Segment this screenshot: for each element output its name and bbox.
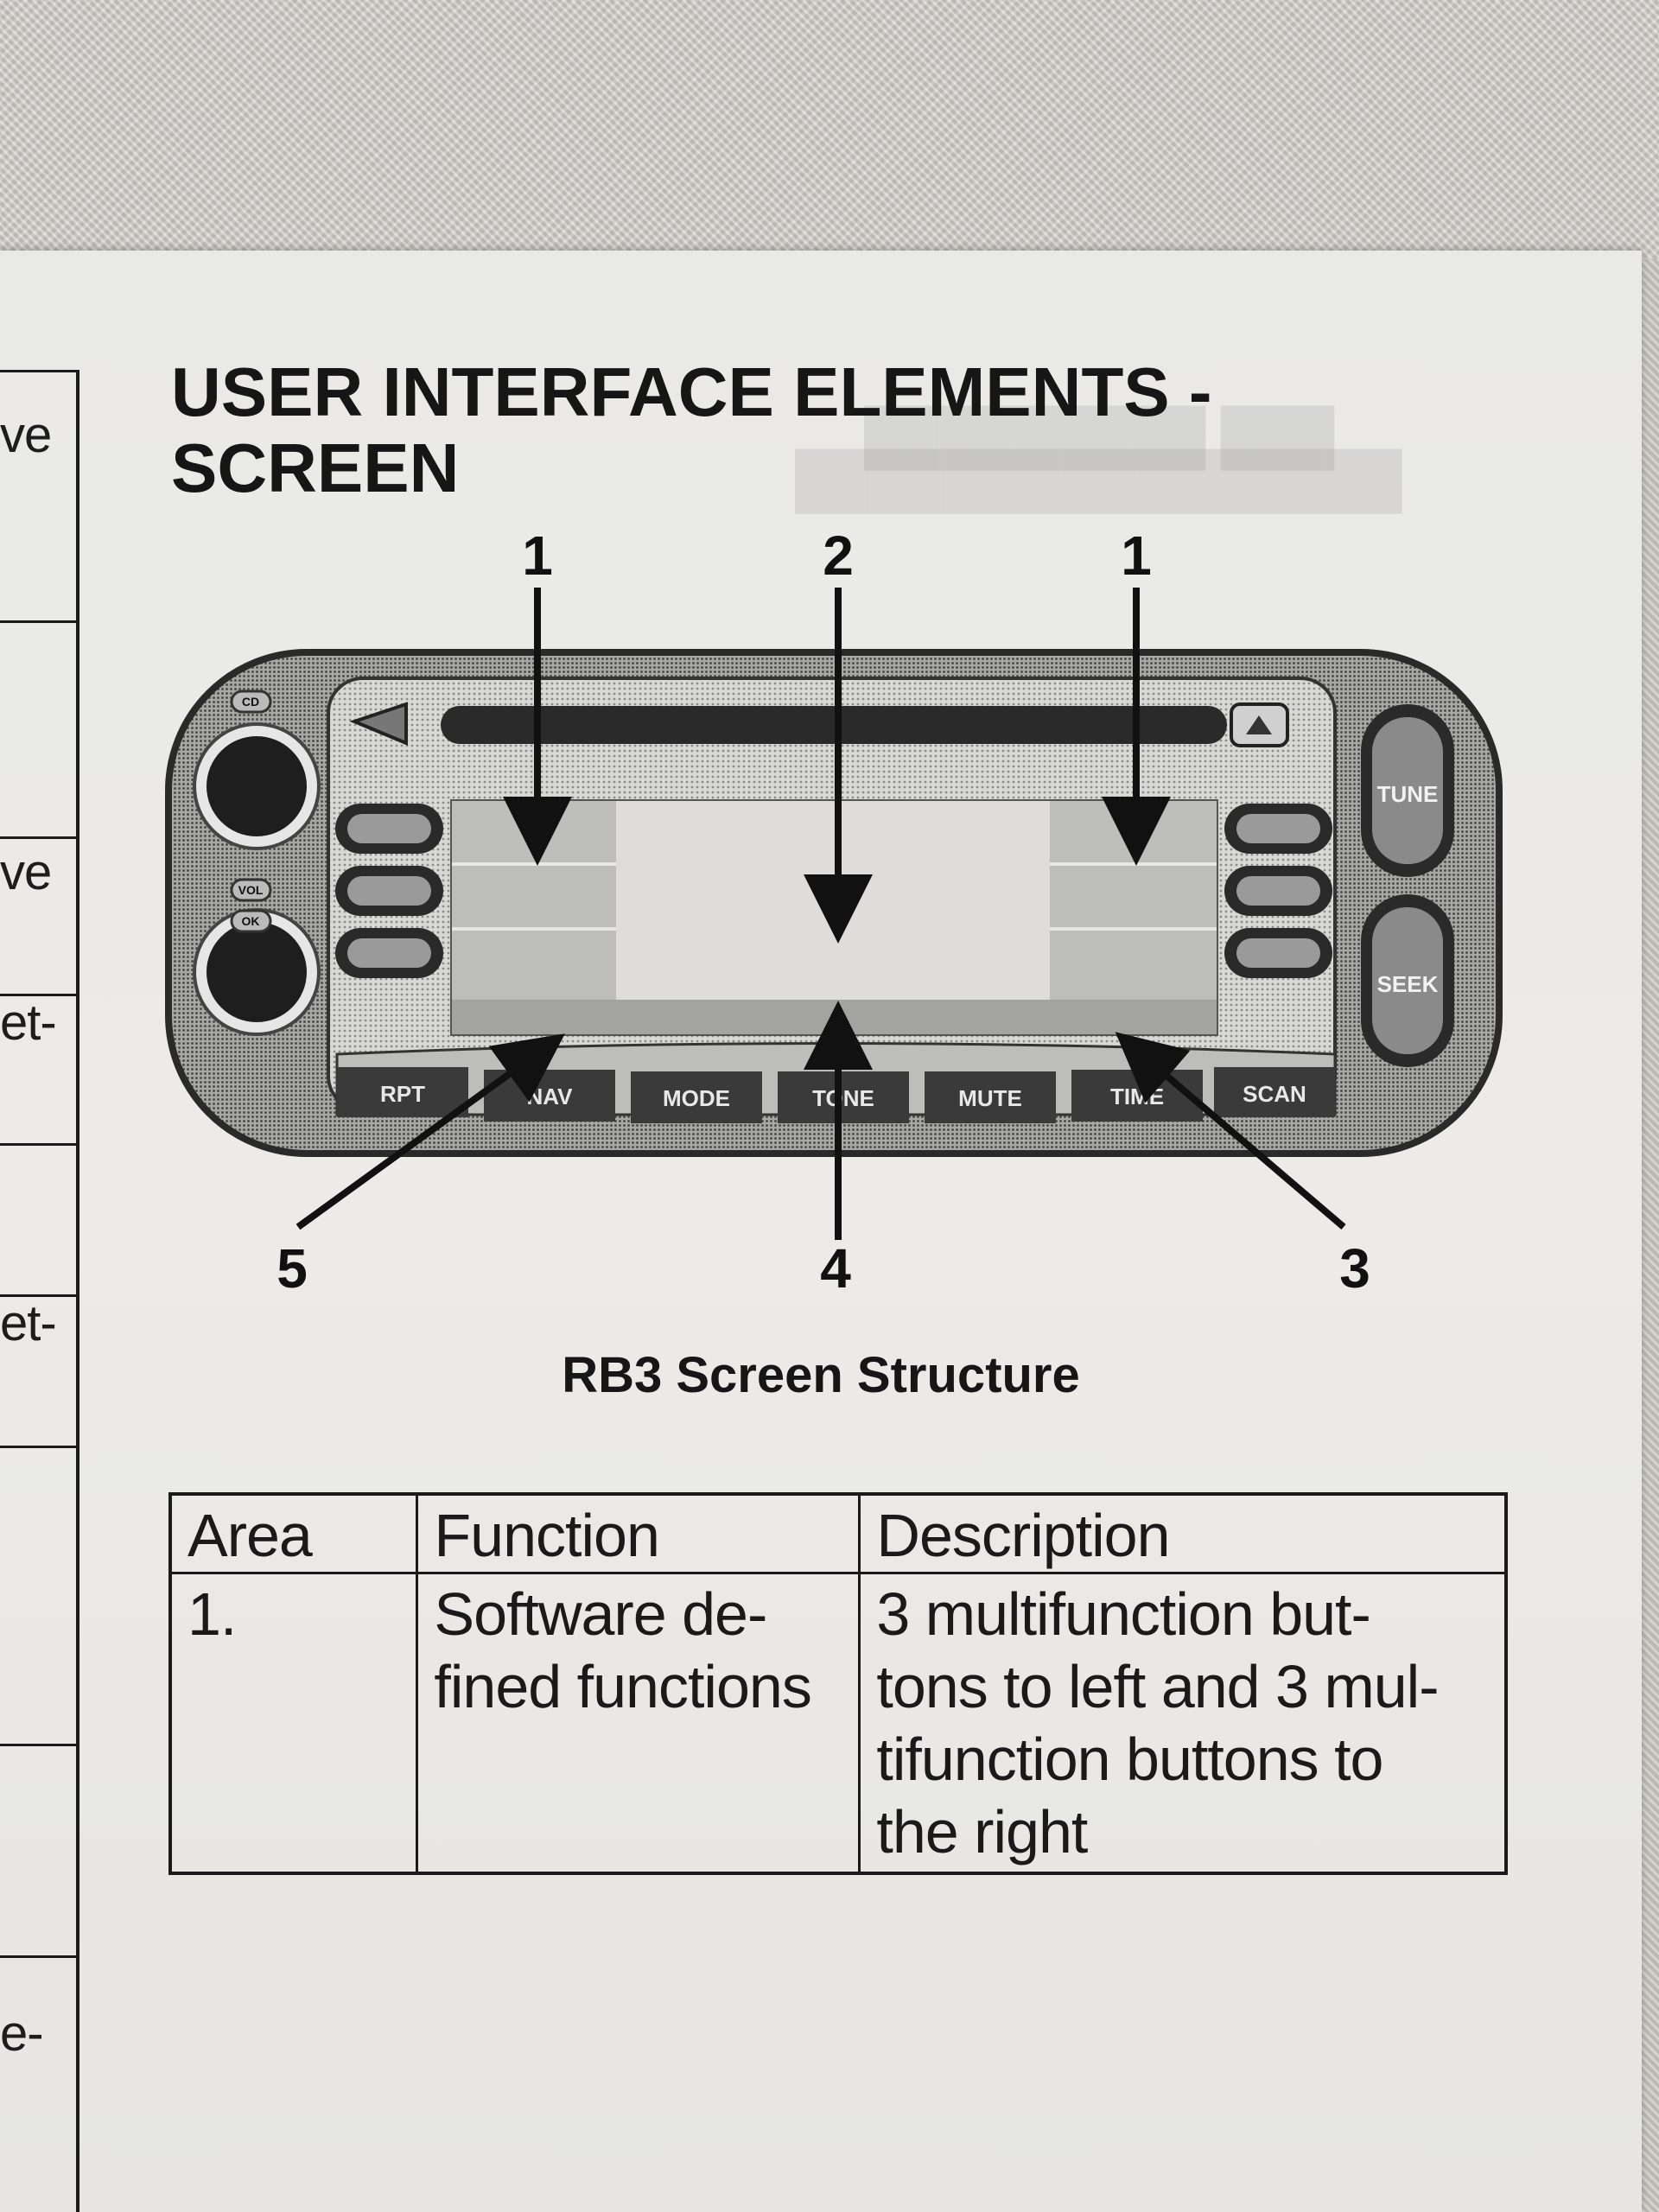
section-heading: USER INTERFACE ELEMENTS - SCREEN <box>171 354 1381 506</box>
bleed-through: █████████ ███ <box>864 407 1335 467</box>
edge-rule <box>0 836 76 839</box>
edge-fragment: e- <box>0 2005 44 2062</box>
display-screen <box>450 799 1218 1036</box>
heading-line-2: SCREEN <box>171 429 460 506</box>
edge-fragment: et- <box>0 1295 57 1351</box>
radio-diagram: CD VOL OK <box>156 510 1521 1547</box>
edge-fragment: et- <box>0 995 57 1051</box>
eject-icon <box>1230 702 1289 747</box>
header-function: Function <box>416 1492 861 1574</box>
header-area: Area <box>168 1492 419 1574</box>
cd-slot <box>441 706 1227 744</box>
callout-5: 5 <box>276 1237 308 1300</box>
callout-4: 4 <box>820 1237 851 1300</box>
description-line: 3 multifunction but- <box>876 1580 1370 1648</box>
radio-illustration: CD VOL OK <box>165 524 1503 1300</box>
edge-rule <box>0 1143 76 1146</box>
edge-rule <box>0 1446 76 1448</box>
manual-page: █████████ ███ ████████████████ ve ve et-… <box>0 251 1642 2212</box>
edge-rule <box>0 1294 76 1297</box>
nav-button-label: NAV <box>527 1084 574 1109</box>
figure-caption: RB3 Screen Structure <box>562 1347 1080 1403</box>
edge-rule <box>0 370 76 372</box>
description-line: tons to left and 3 mul- <box>876 1653 1439 1720</box>
cell-description: 3 multifunction but- tons to left and 3 … <box>858 1572 1508 1875</box>
callout-arrows <box>296 588 1346 1240</box>
tone-button-label: TONE <box>812 1085 874 1111</box>
vol-knob-label: VOL <box>238 883 264 897</box>
header-description: Description <box>858 1492 1508 1574</box>
area-function-table: Area Function Description 1. Software de… <box>168 1492 1508 1875</box>
cd-knob-label: CD <box>242 695 259 709</box>
callout-1-right: 1 <box>1121 524 1152 587</box>
callout-1-left: 1 <box>522 524 553 587</box>
table-row: 1. Software de- fined functions 3 multif… <box>168 1572 1508 1875</box>
cd-eject-left <box>349 702 408 746</box>
edge-fragment: ve <box>0 844 52 900</box>
description-line: tifunction buttons to <box>876 1726 1383 1793</box>
mute-button-label: MUTE <box>958 1085 1022 1111</box>
tune-label: TUNE <box>1377 781 1439 807</box>
table-header-row: Area Function Description <box>168 1492 1508 1574</box>
edge-rule <box>0 994 76 996</box>
right-rockers <box>1361 704 1454 1067</box>
time-button-label: TIME <box>1110 1084 1164 1109</box>
cell-function: Software de- fined functions <box>416 1572 861 1875</box>
left-knob-area <box>193 690 321 1036</box>
function-line: Software de- <box>434 1580 767 1648</box>
previous-table-edge: ve ve et- et- e- <box>0 370 79 2212</box>
function-line: fined functions <box>434 1653 811 1720</box>
bleed-through: ████████████████ <box>795 450 1402 510</box>
cell-area: 1. <box>168 1572 419 1875</box>
description-line: the right <box>876 1798 1088 1866</box>
edge-fragment: ve <box>0 407 52 463</box>
edge-rule <box>0 620 76 623</box>
scan-button-label: SCAN <box>1243 1081 1306 1107</box>
rpt-button-label: RPT <box>380 1081 425 1107</box>
heading-line-1: USER INTERFACE ELEMENTS - <box>171 353 1212 430</box>
cloth-background <box>0 0 1659 294</box>
ok-knob-label: OK <box>242 914 260 928</box>
edge-rule <box>0 1955 76 1958</box>
left-multifunction-buttons <box>335 804 443 978</box>
edge-rule <box>0 1744 76 1746</box>
mode-button-label: MODE <box>663 1085 730 1111</box>
right-multifunction-buttons <box>1224 804 1332 978</box>
seek-label: SEEK <box>1377 971 1439 997</box>
callout-2: 2 <box>823 524 854 587</box>
callout-3: 3 <box>1339 1237 1370 1300</box>
